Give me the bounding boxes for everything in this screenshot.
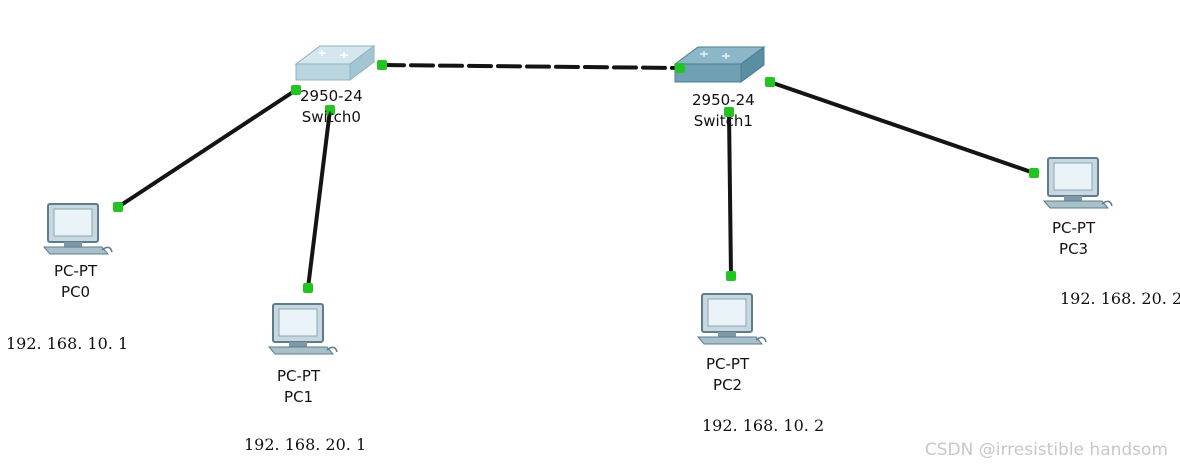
switch0-label: 2950-24 Switch0	[300, 86, 363, 128]
pc0-icon[interactable]	[42, 203, 113, 255]
pc3-label: PC-PT PC3	[1052, 218, 1095, 260]
link-light	[303, 283, 313, 293]
link-light	[724, 107, 734, 117]
link-switch0-pc0[interactable]	[116, 88, 298, 209]
pc1-label: PC-PT PC1	[277, 366, 320, 408]
link-switch0-pc1[interactable]	[306, 108, 332, 290]
switch0-model: 2950-24	[300, 87, 363, 105]
switch0-name: Switch0	[301, 108, 361, 126]
link-switch1-pc2[interactable]	[727, 110, 733, 278]
pc0-name: PC0	[61, 283, 91, 301]
link-light	[675, 63, 685, 73]
pc0-type: PC-PT	[54, 262, 98, 280]
pc2-label: PC-PT PC2	[706, 354, 749, 396]
switch1-name: Switch1	[693, 112, 753, 130]
pc2-name: PC2	[713, 376, 743, 394]
pc3-icon[interactable]	[1042, 157, 1113, 209]
link-light	[325, 105, 335, 115]
pc1-name: PC1	[284, 388, 314, 406]
links	[116, 63, 1036, 290]
switch0-icon[interactable]	[294, 45, 376, 81]
link-light	[113, 202, 123, 212]
link-switch1-pc3[interactable]	[768, 80, 1036, 175]
pc1-icon[interactable]	[267, 303, 338, 355]
pc1-ip: 192. 168. 20. 1	[244, 435, 367, 454]
pc2-ip: 192. 168. 10. 2	[702, 416, 825, 435]
switch1-label: 2950-24 Switch1	[692, 90, 755, 132]
link-lights	[113, 60, 1039, 293]
link-switch0-switch1[interactable]	[380, 63, 682, 70]
pc3-ip: 192. 168. 20. 2	[1060, 289, 1180, 308]
pc0-label: PC-PT PC0	[54, 261, 97, 303]
switch1-model: 2950-24	[692, 91, 755, 109]
pc0-ip: 192. 168. 10. 1	[6, 334, 129, 353]
link-light	[377, 60, 387, 70]
link-light	[765, 77, 775, 87]
link-light	[291, 85, 301, 95]
pc2-icon[interactable]	[696, 293, 767, 345]
pc2-type: PC-PT	[706, 355, 750, 373]
pc3-name: PC3	[1059, 240, 1089, 258]
pc1-type: PC-PT	[277, 367, 321, 385]
watermark: CSDN @irresistible handsom	[924, 440, 1168, 460]
pc3-type: PC-PT	[1052, 219, 1096, 237]
link-light	[1029, 168, 1039, 178]
link-light	[726, 271, 736, 281]
switch1-icon[interactable]	[673, 46, 766, 83]
